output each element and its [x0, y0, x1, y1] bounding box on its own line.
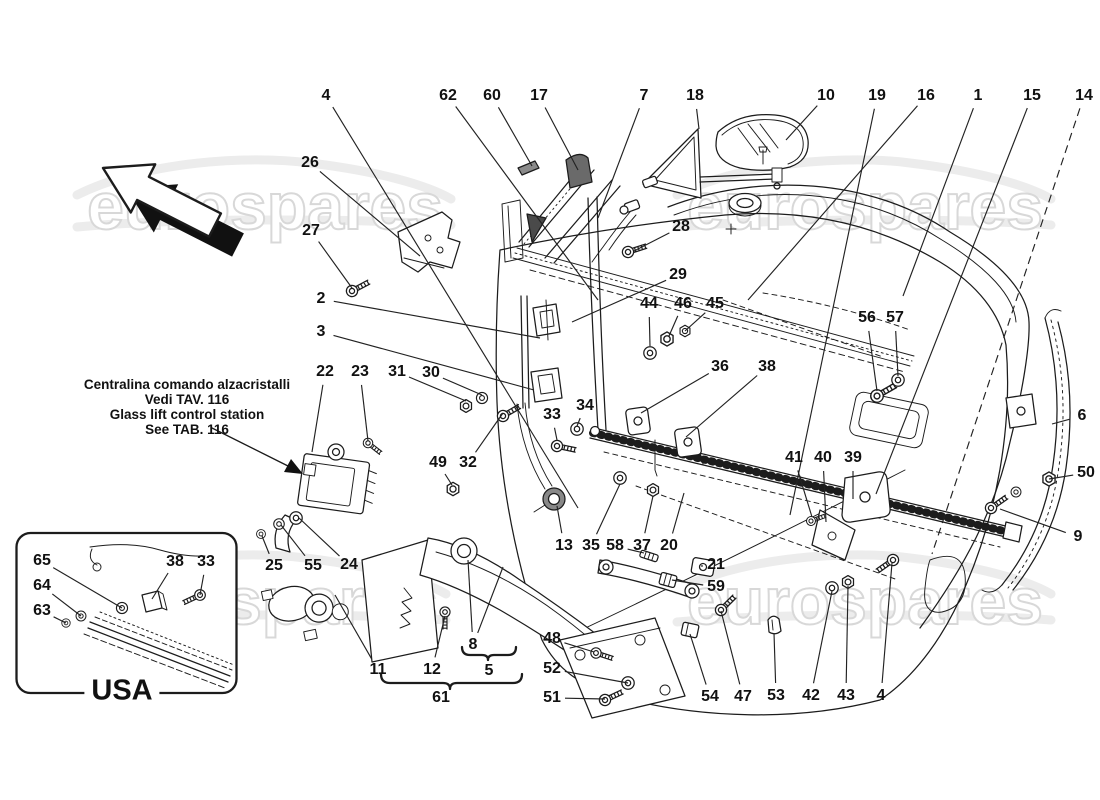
usa-inset-box [15, 531, 238, 695]
mirror-bracket [397, 211, 461, 273]
note-line-en-1: Glass lift control station [109, 407, 265, 422]
door-lock [811, 471, 891, 561]
lift-mechanism [260, 487, 782, 719]
usa-inset-label: USA [84, 676, 160, 706]
glass-run-channel [981, 309, 1071, 593]
control-station-note: Centralina comando alzacristalli Vedi TA… [56, 377, 318, 437]
control-unit [256, 435, 385, 553]
leader-lines [51, 105, 1081, 700]
diagram-linework [15, 113, 1071, 719]
quarter-window-frame [517, 153, 621, 431]
group-braces [379, 645, 524, 691]
note-arrow-icon [211, 427, 303, 474]
svg-text:eurospares: eurospares [687, 564, 1043, 638]
note-line-it-1: Centralina comando alzacristalli [83, 377, 291, 392]
door-hinges [520, 295, 563, 409]
mirror-assembly [591, 113, 809, 263]
glass-mount-blocks [625, 406, 702, 477]
note-line-it-2: Vedi TAV. 116 [144, 392, 230, 407]
door-panel [495, 199, 1009, 716]
note-line-en-2: See TAB. 116 [145, 422, 229, 437]
direction-arrow-icon [101, 163, 244, 257]
